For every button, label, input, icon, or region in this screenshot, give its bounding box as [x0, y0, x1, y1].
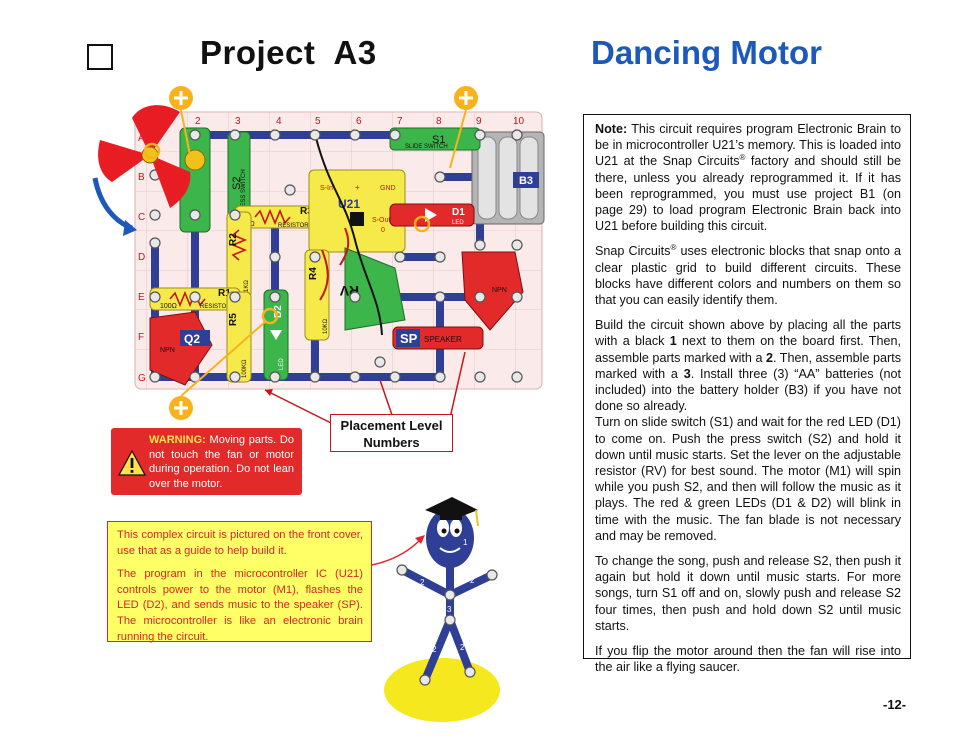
svg-text:NPN: NPN [492, 287, 507, 294]
svg-text:D2: D2 [273, 305, 284, 318]
snap-connectors [149, 129, 523, 383]
svg-text:RESISTOR: RESISTOR [278, 223, 309, 229]
svg-text:SLIDE SWITCH: SLIDE SWITCH [405, 144, 448, 150]
plus-marker-icon [454, 86, 478, 110]
motor-m1 [179, 127, 211, 233]
resistor-r2: R2 1KΩ [226, 211, 252, 299]
svg-text:GND: GND [380, 185, 396, 192]
plus-marker-icon [169, 86, 193, 110]
note-label: Note: [595, 122, 628, 136]
svg-text:+: + [355, 183, 360, 192]
page-number: -12- [883, 697, 907, 712]
svg-text:S-In: S-In [320, 185, 333, 192]
svg-text:2: 2 [470, 576, 475, 585]
info-paragraph: The program in the microcontroller IC (U… [117, 568, 363, 643]
operation-paragraph: Turn on slide switch (S1) and wait for t… [595, 415, 901, 543]
row-labels: A B C D E F G [138, 133, 146, 384]
svg-text:2: 2 [195, 116, 201, 127]
svg-text:100Ω: 100Ω [160, 303, 177, 310]
svg-text:NPN: NPN [160, 347, 175, 354]
svg-text:R1: R1 [218, 288, 231, 299]
svg-text:S1: S1 [432, 134, 445, 146]
svg-text:4: 4 [276, 116, 282, 127]
svg-text:PRESS SWITCH: PRESS SWITCH [241, 169, 247, 215]
warning-icon [118, 450, 146, 476]
svg-text:A: A [138, 133, 145, 144]
svg-text:10KΩ: 10KΩ [323, 318, 329, 334]
red-jumper-wire [319, 249, 329, 301]
build-paragraph: Build the circuit shown above by placing… [595, 318, 902, 414]
led-d2: D2 LED [263, 289, 289, 381]
led-d1: D1 LED [389, 203, 475, 227]
svg-text:9: 9 [476, 116, 482, 127]
warning-text: WARNING: Moving parts. Do not touch the … [149, 434, 294, 490]
resistor-r4: R4 10KΩ [304, 249, 330, 341]
svg-text:5: 5 [315, 116, 321, 127]
svg-text:B3: B3 [519, 175, 533, 187]
svg-text:G: G [138, 373, 146, 384]
intro-paragraph: Snap Circuits [595, 244, 671, 259]
plus-marker-icon [169, 396, 193, 420]
svg-text:C: C [138, 212, 145, 223]
svg-text:LED: LED [452, 220, 464, 226]
svg-text:10: 10 [513, 116, 525, 127]
svg-text:S2: S2 [231, 177, 243, 190]
resistor-r5: R5 100KΩ [226, 291, 252, 383]
fan-blade [98, 105, 191, 208]
svg-text:3: 3 [447, 605, 452, 614]
warning-box: WARNING: Moving parts. Do not touch the … [111, 428, 302, 495]
svg-text:2: 2 [432, 645, 437, 654]
project-title: Dancing Motor [591, 34, 822, 71]
flip-paragraph: If you flip the motor around then the fa… [595, 644, 901, 675]
svg-text:RESISTOR: RESISTOR [200, 304, 231, 310]
svg-text:1KΩ: 1KΩ [244, 280, 250, 292]
svg-text:B: B [138, 172, 145, 183]
svg-text:R3: R3 [300, 206, 313, 217]
project-number: Project A3 [200, 34, 377, 71]
note-paragraph: This circuit requires program Electronic… [595, 122, 901, 169]
placement-level-label: Placement Level Numbers [330, 414, 453, 452]
info-paragraph: This complex circuit is pictured on the … [117, 529, 363, 557]
svg-text:F: F [138, 332, 144, 343]
info-pointer-arrow [371, 535, 425, 566]
svg-text:R5: R5 [228, 313, 239, 326]
black-jumper-wire [315, 137, 383, 336]
press-switch-s2: S2 PRESS SWITCH [227, 131, 251, 225]
svg-text:SP: SP [400, 331, 418, 346]
svg-text:R2: R2 [228, 233, 239, 246]
svg-text:2: 2 [420, 578, 425, 587]
svg-text:2: 2 [460, 643, 465, 652]
circuit-info-box: This complex circuit is pictured on the … [107, 521, 372, 643]
transistor-q2: Q2 NPN [149, 311, 213, 386]
slide-switch-s1: S1 SLIDE SWITCH [389, 127, 481, 151]
svg-text:1: 1 [463, 538, 468, 547]
svg-text:E: E [138, 292, 145, 303]
svg-text:100KΩ: 100KΩ [242, 359, 248, 378]
speaker-sp: SP SPEAKER [392, 326, 484, 350]
svg-text:6: 6 [356, 116, 362, 127]
svg-text:D: D [138, 252, 145, 263]
svg-text:8: 8 [436, 116, 442, 127]
instructions-panel: Note: This circuit requires program Elec… [583, 114, 911, 674]
transistor-npn-right: NPN [461, 251, 524, 331]
svg-text:0: 0 [381, 227, 385, 234]
battery-holder-b3: B3 [471, 131, 545, 225]
svg-text:R4: R4 [308, 267, 319, 280]
project-checkbox[interactable] [87, 44, 113, 70]
svg-text:S-Out: S-Out [372, 217, 390, 224]
svg-text:LED: LED [279, 358, 285, 370]
microcontroller-u21: U21 S-In GND S-Out 0 + [308, 169, 406, 253]
svg-text:Q2: Q2 [184, 332, 200, 346]
rotation-arrow [92, 177, 133, 231]
song-paragraph: To change the song, push and release S2,… [595, 554, 901, 633]
svg-text:7: 7 [397, 116, 403, 127]
svg-text:3: 3 [235, 116, 241, 127]
svg-text:SPEAKER: SPEAKER [424, 335, 462, 344]
circuit-diagram: 1 2 3 4 5 6 7 8 9 10 A B C D E F G [92, 86, 545, 426]
mascot-figure: 1 2 2 3 2 2 [384, 497, 500, 722]
svg-text:D1: D1 [452, 207, 465, 218]
